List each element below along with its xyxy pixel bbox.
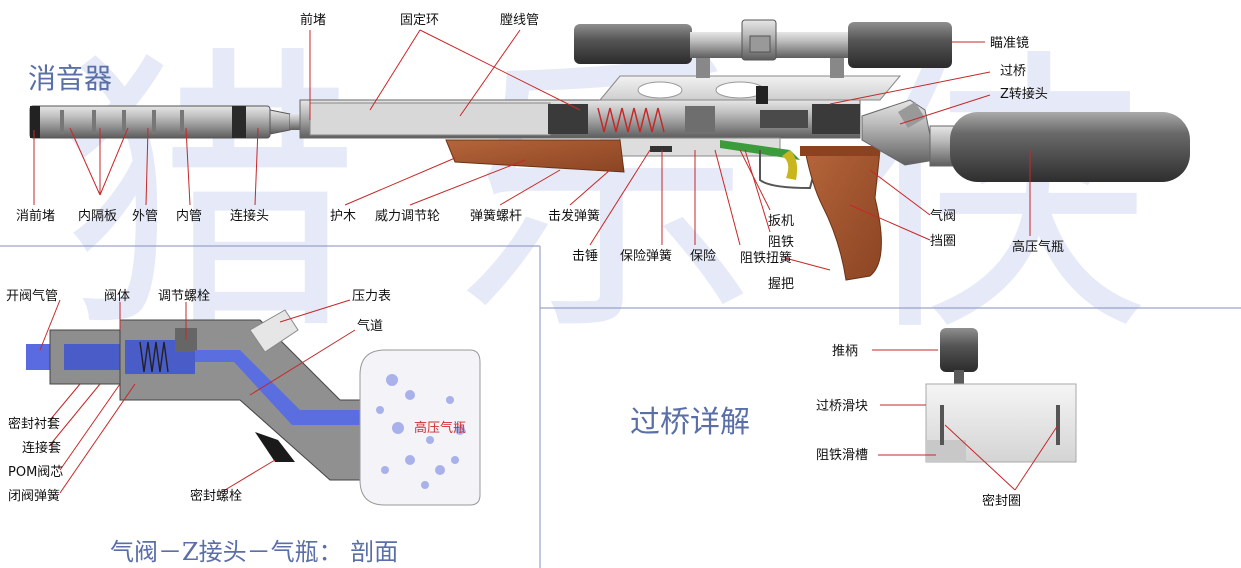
label-air-valve: 气阀 (930, 208, 956, 224)
label-front-plug: 前堵 (300, 12, 326, 28)
label-silencer-front-plug: 消前堵 (16, 208, 55, 224)
valve-labels: 开阀气管 阀体 调节螺栓 压力表 气道 高压气瓶 密封衬套 连接套 POM阀芯 … (6, 288, 466, 504)
label-valve-body: 阀体 (104, 289, 130, 304)
title-cross-section: 气阀－Z接头－气瓶： 剖面 (110, 538, 398, 566)
label-scope: 瞄准镜 (990, 36, 1029, 51)
label-handguard: 护木 (330, 209, 356, 224)
label-bridge-slider: 过桥滑块 (816, 399, 868, 414)
grip-wood (804, 149, 882, 281)
leader-lines (33, 29, 1059, 494)
label-connector: 连接头 (230, 208, 269, 224)
grip-top (800, 146, 880, 156)
label-safety: 保险 (690, 249, 716, 264)
label-outer-tube: 外管 (132, 209, 158, 224)
label-z-adapter: Z转接头 (1000, 86, 1048, 102)
bridge-detail-drawing (925, 328, 1077, 463)
label-push-handle: 推柄 (832, 344, 858, 359)
watermark: 猎 乐 侠 (60, 22, 1151, 371)
label-connect-sleeve: 连接套 (22, 440, 61, 456)
label-stop-ring: 挡圈 (930, 234, 956, 249)
label-seal-ring: 密封圈 (982, 493, 1021, 509)
z-adapter-and-bottle (861, 99, 1190, 182)
title-silencer: 消音器 (28, 62, 112, 95)
handguard-wood (445, 139, 625, 173)
section-dividers (0, 245, 1241, 568)
label-sear: 阻铁 (768, 235, 794, 250)
label-rifled-barrel: 膛线管 (500, 13, 539, 28)
label-pressure-gauge: 压力表 (352, 289, 391, 304)
scope (574, 19, 952, 78)
label-grip: 握把 (768, 277, 794, 292)
label-sear-groove: 阻铁滑槽 (816, 448, 868, 463)
label-inner-baffle: 内隔板 (78, 208, 117, 224)
label-open-valve-pipe: 开阀气管 (6, 288, 58, 304)
label-safety-spring: 保险弹簧 (620, 248, 672, 264)
title-bridge-detail: 过桥详解 (630, 405, 750, 440)
rifle-body (290, 75, 902, 190)
label-seal-bushing: 密封衬套 (8, 416, 60, 432)
svg-text:猎 乐 侠: 猎 乐 侠 (60, 22, 1151, 371)
label-hammer-spring: 击发弹簧 (548, 208, 600, 224)
bridge-labels: 推柄 过桥滑块 阻铁滑槽 密封圈 (816, 344, 1021, 509)
label-sear-torsion-spring: 阻铁扭簧 (740, 250, 792, 266)
label-hp-bottle: 高压气瓶 (1012, 239, 1064, 255)
label-close-spring: 闭阀弹簧 (8, 488, 60, 504)
label-air-channel: 气道 (357, 318, 383, 334)
label-hammer: 击锤 (572, 249, 598, 264)
label-bridge: 过桥 (1000, 64, 1026, 79)
gun-labels: 前堵 固定环 膛线管 瞄准镜 过桥 Z转接头 消前堵 内隔板 外管 内管 连接头… (16, 12, 1064, 292)
label-inner-tube: 内管 (176, 208, 202, 224)
label-fixing-ring: 固定环 (400, 13, 439, 28)
label-pom-core: POM阀芯 (8, 465, 63, 480)
label-seal-bolt: 密封螺栓 (190, 488, 242, 504)
silencer (29, 105, 291, 139)
label-adjust-screw: 调节螺栓 (158, 289, 210, 304)
label-spring-screw: 弹簧螺杆 (470, 208, 522, 224)
label-power-wheel: 威力调节轮 (375, 209, 440, 224)
label-hp-bottle-red: 高压气瓶 (414, 420, 466, 436)
label-trigger: 扳机 (768, 213, 794, 229)
